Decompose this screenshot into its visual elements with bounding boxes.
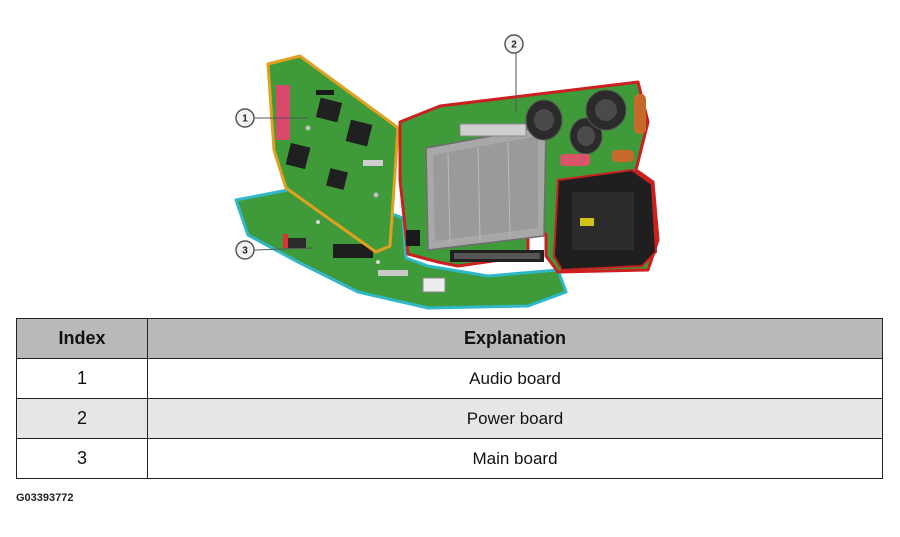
callout-label-1: 1 — [242, 114, 248, 125]
power-board — [398, 80, 660, 274]
explanation-column-header: Explanation — [147, 318, 883, 359]
audio-board — [266, 54, 400, 254]
row-index: 3 — [16, 438, 148, 479]
table-row: 3 Main board — [16, 438, 883, 479]
table-header-row: Index Explanation — [16, 318, 883, 359]
row-index: 2 — [16, 398, 148, 439]
row-explanation: Audio board — [147, 358, 883, 399]
index-column-header: Index — [16, 318, 148, 359]
callout-label-3: 3 — [242, 246, 248, 257]
callout-3: 3 — [235, 240, 255, 260]
circuit-boards-illustration: 1 2 3 — [234, 34, 660, 310]
row-explanation: Main board — [147, 438, 883, 479]
legend-table: Index Explanation 1 Audio board 2 Power … — [16, 318, 883, 479]
row-index: 1 — [16, 358, 148, 399]
table-row: 1 Audio board — [16, 358, 883, 399]
callout-leader-3 — [254, 247, 313, 251]
figure-code: G03393772 — [16, 492, 74, 504]
callout-label-2: 2 — [511, 40, 517, 51]
table-row: 2 Power board — [16, 398, 883, 439]
row-explanation: Power board — [147, 398, 883, 439]
callout-1: 1 — [235, 108, 255, 128]
callout-2: 2 — [504, 34, 524, 54]
